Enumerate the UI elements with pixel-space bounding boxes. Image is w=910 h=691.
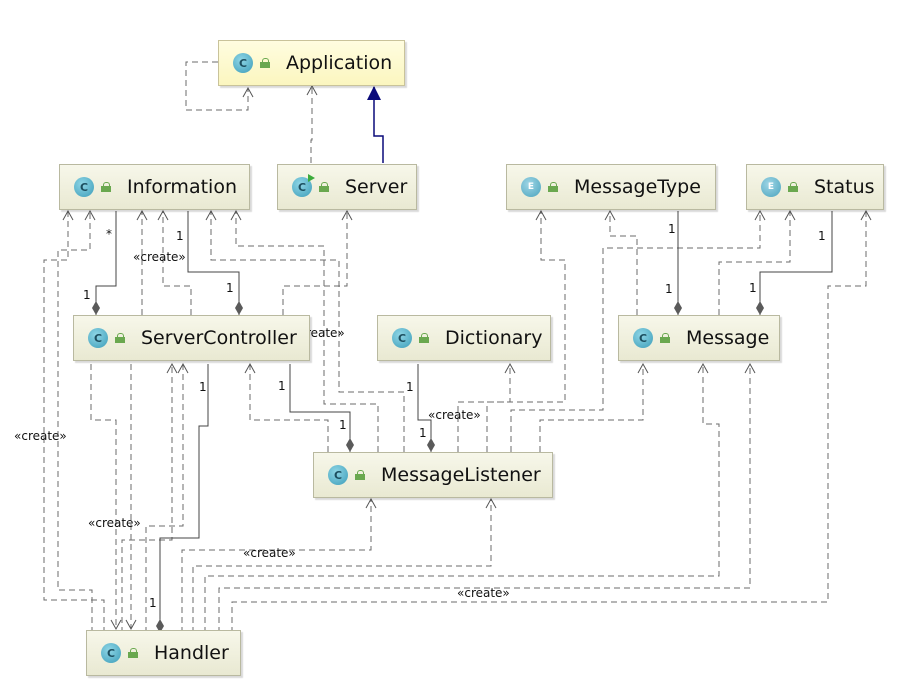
class-name: Status [814,176,875,198]
class-name: Message [686,327,770,349]
public-lock-icon [128,648,138,658]
class-icon: C [88,328,108,348]
class-name: MessageListener [381,464,541,486]
label-create-controller-info: «create» [133,250,186,264]
dep-handler-information-a [43,209,105,633]
label-many-information: * [106,227,112,241]
enum-status[interactable]: E Status [746,164,884,210]
dep-application-self [185,61,254,111]
enum-messagetype[interactable]: E MessageType [506,164,716,210]
class-icon: C [101,643,121,663]
public-lock-icon [115,333,125,343]
dep-listener-controller [244,362,329,452]
comp-information-controller-b [187,211,243,315]
class-name: Server [345,176,408,198]
public-lock-icon [319,182,329,192]
class-icon: C [633,328,653,348]
comp-information-controller-a [92,211,117,315]
class-messagelistener[interactable]: C MessageListener [313,452,553,498]
class-handler[interactable]: C Handler [86,630,241,676]
label-one-status: 1 [818,229,826,243]
label-create-handler-status: «create» [457,586,510,600]
label-one-controller-a: 1 [83,288,91,302]
dep-controller-server [282,209,353,315]
class-name: Dictionary [445,327,543,349]
dep-handler-message-b [218,362,756,633]
label-one-listener-b: 1 [419,426,427,440]
class-information[interactable]: C Information [59,164,250,210]
label-one-controller-d: 1 [199,380,207,394]
class-name: Application [286,52,393,74]
edge-labels: «create» «create» «create» «create» «cre… [14,222,826,610]
class-message[interactable]: C Message [618,315,780,361]
class-name: ServerController [141,327,297,349]
class-icon: C [328,465,348,485]
label-create-handler-listener: «create» [243,546,296,560]
dep-listener-information-b [230,209,379,452]
class-name: Handler [154,642,229,664]
dep-listener-messagetype [486,209,566,452]
comp-controller-listener [289,364,354,452]
label-one-message-a: 1 [665,282,673,296]
dep-listener-dictionary [457,362,516,452]
dep-listener-status [510,209,766,452]
inheritance-edges [367,86,384,163]
class-application[interactable]: C Application [218,40,405,86]
dep-message-messagetype [604,209,638,315]
label-one-messagetype: 1 [668,222,676,236]
dep-message-status [718,209,796,315]
public-lock-icon [788,182,798,192]
runnable-class-icon: C [292,174,315,197]
label-one-controller-b: 1 [226,281,234,295]
dep-listener-information-a [205,209,405,452]
inherit-server-application [367,86,384,163]
class-name: Information [127,176,237,198]
comp-status-message [756,211,833,315]
comp-dictionary-listener [417,364,435,452]
label-one-controller-c: 1 [278,379,286,393]
label-one-information: 1 [176,229,184,243]
public-lock-icon [660,333,670,343]
dependency-edges [43,61,872,633]
class-server[interactable]: C Server [277,164,417,210]
label-one-message-b: 1 [749,281,757,295]
public-lock-icon [548,182,558,192]
dep-listener-message [539,362,649,452]
dep-handler-information-b [57,209,96,633]
enum-icon: E [521,177,541,197]
public-lock-icon [355,470,365,480]
label-create-listener-dictionary: «create» [428,408,481,422]
public-lock-icon [260,58,270,68]
class-name: MessageType [574,176,701,198]
dep-handler-controller-b [121,362,178,633]
label-create-handler-left: «create» [14,429,67,443]
label-one-dictionary: 1 [406,380,414,394]
class-icon: C [233,53,253,73]
dep-handler-status [231,209,872,633]
label-one-listener-a: 1 [339,418,347,432]
composition-edges [92,211,833,633]
dep-controller-information-b [157,209,192,315]
class-dictionary[interactable]: C Dictionary [377,315,551,361]
class-icon: C [74,177,94,197]
dep-server-application [306,84,318,163]
class-servercontroller[interactable]: C ServerController [73,315,310,361]
dep-controller-handler-a [90,364,122,631]
dep-handler-listener-a [181,497,377,633]
public-lock-icon [419,333,429,343]
public-lock-icon [101,182,111,192]
class-icon: C [392,328,412,348]
dep-handler-controller [145,362,189,633]
label-create-handler-controller: «create» [88,516,141,530]
dep-handler-listener-b [192,497,497,633]
label-one-handler: 1 [149,596,157,610]
enum-icon: E [761,177,781,197]
comp-controller-handler [156,364,209,633]
